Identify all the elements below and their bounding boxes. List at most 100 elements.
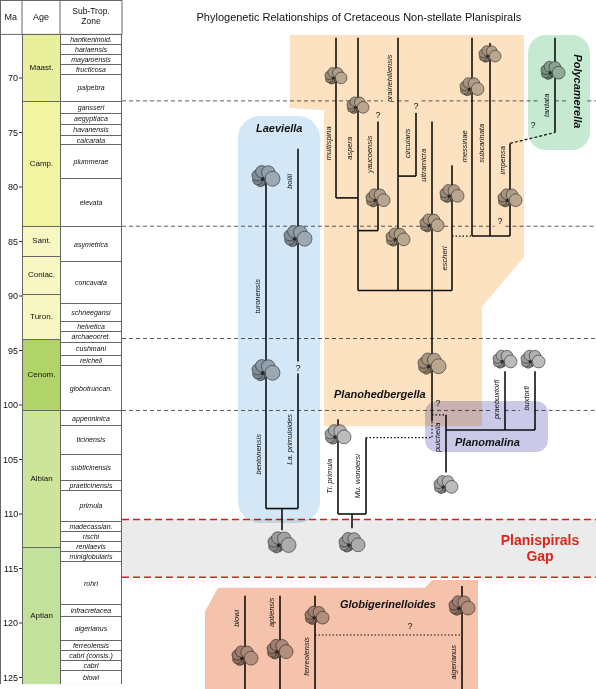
species-name: Mu. wondersi bbox=[354, 454, 363, 499]
region-fill bbox=[205, 580, 478, 689]
zone-box: miniglobularis bbox=[60, 551, 122, 561]
zone-box: subticinensis bbox=[60, 454, 122, 480]
zone-box: hantkeninoid. bbox=[60, 34, 122, 44]
zone-name: plummerae bbox=[73, 158, 108, 165]
uncertainty-mark: ? bbox=[296, 363, 301, 373]
chamber bbox=[337, 430, 351, 444]
zone-box: rohri bbox=[60, 561, 122, 605]
region-label-holder: Planomalina bbox=[455, 436, 520, 449]
figure-title: Phylogenetic Relationships of Cretaceous… bbox=[197, 11, 522, 24]
region-label-holder: Planispirals Gap bbox=[488, 532, 592, 564]
label-holder: ? bbox=[498, 216, 503, 226]
group-name: Planispirals Gap bbox=[488, 532, 592, 564]
zone-box: aegyptiaca bbox=[60, 113, 122, 124]
umbilicus bbox=[442, 486, 445, 489]
genus-region: Globigerinelloides bbox=[205, 580, 478, 689]
label-holder: ? bbox=[408, 621, 413, 631]
zone-name: reicheli bbox=[80, 357, 102, 364]
label-holder: 70 bbox=[8, 73, 18, 83]
zone-box: cabri (consis.) bbox=[60, 650, 122, 660]
column-rule bbox=[0, 0, 122, 1]
title-holder: Phylogenetic Relationships of Cretaceous… bbox=[197, 11, 522, 24]
label-holder: 120 bbox=[3, 618, 18, 628]
zone-name: renilaevis bbox=[76, 543, 106, 550]
lineage-range bbox=[365, 438, 367, 514]
zone-box: algerianus bbox=[60, 616, 122, 640]
zone-name: elevata bbox=[80, 199, 103, 206]
label-holder: 110 bbox=[4, 509, 18, 519]
column-rule bbox=[122, 0, 123, 34]
zone-name: ticinensis bbox=[77, 436, 106, 443]
zone-name: hantkeninoid. bbox=[70, 36, 112, 43]
age-tick-label: 110 bbox=[4, 509, 18, 519]
species-name: Ti. primula bbox=[326, 459, 335, 494]
label-holder: Ma bbox=[5, 12, 18, 22]
zone-box: gansseri bbox=[60, 101, 122, 113]
stage-name: Cenom. bbox=[27, 371, 55, 379]
zone-name: globotruncan. bbox=[70, 385, 112, 392]
zone-box: madecassian. bbox=[60, 521, 122, 532]
label-holder: 85 bbox=[8, 237, 18, 247]
genus-region: Planohedbergella bbox=[290, 35, 524, 426]
zone-name: hariaensis bbox=[75, 46, 107, 53]
zone-name: schneegansi bbox=[71, 309, 110, 316]
age-tick-label: 80 bbox=[8, 182, 18, 192]
umbilicus bbox=[501, 360, 504, 363]
region-label-holder: Polycamerella bbox=[572, 54, 585, 128]
zone-name: concavata bbox=[75, 279, 107, 286]
label-holder: ? bbox=[414, 101, 419, 111]
label-holder: ? bbox=[376, 110, 381, 120]
zone-box: mayaroensis bbox=[60, 54, 122, 64]
chamber bbox=[504, 355, 517, 368]
label-holder: 100 bbox=[3, 400, 18, 410]
zone-box: ferreolensis bbox=[60, 640, 122, 650]
age-tick-label: 70 bbox=[8, 73, 18, 83]
genus-region: Laeviella bbox=[238, 116, 320, 523]
foraminifera-image bbox=[434, 476, 458, 494]
zone-box: elevata bbox=[60, 178, 122, 226]
zone-name: archaeocret. bbox=[72, 333, 111, 340]
region-label-holder: Globigerinelloides bbox=[340, 598, 436, 611]
region-outline bbox=[290, 35, 524, 426]
zone-name: fructicosa bbox=[76, 66, 106, 73]
age-tick-label: 125 bbox=[3, 673, 18, 683]
uncertainty-mark: ? bbox=[531, 120, 536, 130]
label-holder: 95 bbox=[8, 346, 18, 356]
zone-name: aegyptiaca bbox=[74, 115, 108, 122]
age-tick-label: 120 bbox=[3, 618, 18, 628]
group-name: Globigerinelloides bbox=[340, 598, 436, 611]
zone-name: miniglobularis bbox=[70, 553, 113, 560]
zone-box: hariaensis bbox=[60, 44, 122, 54]
label-holder: 115 bbox=[4, 564, 18, 574]
zone-name: asymetrica bbox=[74, 241, 108, 248]
stage-box: Coniac. bbox=[22, 256, 60, 294]
umbilicus bbox=[333, 436, 336, 439]
zone-box: schneegansi bbox=[60, 303, 122, 322]
zone-box: renilaevis bbox=[60, 541, 122, 551]
chamber bbox=[532, 355, 545, 368]
zone-box: helvetica bbox=[60, 321, 122, 331]
label-holder: Age bbox=[33, 12, 49, 22]
label-holder: ? bbox=[436, 398, 441, 408]
label-holder: Mu. wondersi bbox=[354, 454, 363, 499]
stage-box: Albian bbox=[22, 410, 60, 546]
zone-name: infracretacea bbox=[71, 607, 111, 614]
uncertainty-mark: ? bbox=[376, 110, 381, 120]
label-holder: Sub-Trop. Zone bbox=[62, 7, 120, 27]
stage-name: Coniac. bbox=[28, 271, 55, 279]
zone-name: gansseri bbox=[78, 104, 104, 111]
column-header: Ma bbox=[5, 12, 18, 22]
zone-box: archaeocret. bbox=[60, 331, 122, 342]
age-tick-label: 105 bbox=[3, 455, 18, 465]
zone-name: primula bbox=[80, 502, 103, 509]
zone-box: appenninica bbox=[60, 410, 122, 424]
column-rule bbox=[60, 0, 61, 34]
foraminifera-image bbox=[493, 350, 517, 368]
stage-box: Maast. bbox=[22, 34, 60, 100]
zone-name: cabri (consis.) bbox=[69, 652, 113, 659]
uncertainty-mark: ? bbox=[414, 101, 419, 111]
zone-box: globotruncan. bbox=[60, 365, 122, 411]
age-tick-label: 95 bbox=[8, 346, 18, 356]
region-fill bbox=[290, 35, 524, 426]
column-header: Sub-Trop. Zone bbox=[62, 7, 120, 27]
